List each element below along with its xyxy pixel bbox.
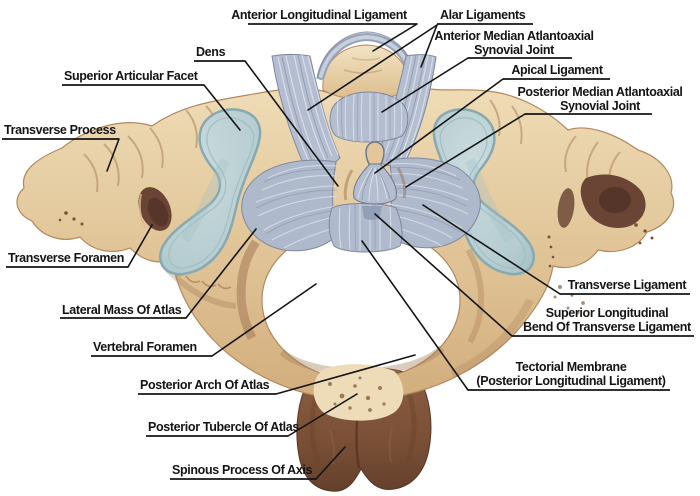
central-ligament-curtain <box>329 91 409 143</box>
label-posterior-median-joint-line2: Synovial Joint <box>560 99 641 113</box>
leader-posterior-arch <box>275 354 416 395</box>
tectorial-membrane-curtain <box>328 203 403 253</box>
leader-alar-ligaments-right <box>420 24 438 68</box>
label-posterior-arch: Posterior Arch Of Atlas <box>140 378 270 392</box>
leader-transverse-process <box>106 138 120 172</box>
left-superior-articular-facet <box>158 108 262 276</box>
label-transverse-foramen: Transverse Foramen <box>8 251 124 265</box>
left-transverse-foramen-hole <box>58 187 172 231</box>
leader-superior-articular-facet <box>203 84 241 131</box>
label-anterior-median-joint-line1: Anterior Median Atlantoaxial <box>434 29 593 43</box>
label-anterior-median-joint-line2: Synovial Joint <box>474 43 555 57</box>
leader-vertebral-foramen <box>211 283 317 357</box>
label-anterior-longitudinal-ligament: Anterior Longitudinal Ligament <box>231 8 408 22</box>
dens-bone <box>343 141 407 205</box>
leader-lines <box>106 23 561 480</box>
right-transverse-foramen-hole <box>547 174 654 268</box>
label-posterior-median-joint-line1: Posterior Median Atlantoaxial <box>517 85 682 99</box>
label-underlines <box>2 23 694 480</box>
leader-anterior-median-joint <box>381 57 469 113</box>
label-transverse-ligament: Transverse Ligament <box>568 278 688 292</box>
leader-tectorial-membrane <box>361 240 469 391</box>
leader-alar-ligaments-left <box>307 24 438 111</box>
label-posterior-tubercle: Posterior Tubercle Of Atlas <box>148 420 299 434</box>
leader-posterior-median-joint <box>405 113 526 188</box>
leader-posterior-tubercle <box>287 393 358 437</box>
label-lateral-mass: Lateral Mass Of Atlas <box>62 303 182 317</box>
label-alar-ligaments: Alar Ligaments <box>440 8 526 22</box>
tubercle-speckles <box>328 376 386 412</box>
label-transverse-process: Transverse Process <box>4 123 116 137</box>
label-dens: Dens <box>196 45 226 59</box>
label-tectorial-membrane-line1: Tectorial Membrane <box>516 360 627 374</box>
label-superior-longitudinal-line2: Bend Of Transverse Ligament <box>523 320 692 334</box>
label-apical-ligament: Apical Ligament <box>511 63 603 77</box>
leader-transverse-ligament <box>422 204 561 295</box>
leader-lateral-mass <box>185 228 257 319</box>
leader-superior-longitudinal-bend <box>374 213 513 337</box>
label-vertebral-foramen: Vertebral Foramen <box>93 340 197 354</box>
leader-anterior-longitudinal-ligament <box>372 23 418 52</box>
labels: Anterior Longitudinal Ligament Alar Liga… <box>4 8 692 477</box>
label-spinous-process: Spinous Process Of Axis <box>172 463 313 477</box>
label-tectorial-membrane-line2: (Posterior Longitudinal Ligament) <box>476 374 665 388</box>
leader-dens <box>244 60 339 187</box>
arch-dots <box>553 285 585 315</box>
ligament-complex <box>241 54 481 253</box>
label-superior-longitudinal-line1: Superior Longitudinal <box>546 306 669 320</box>
leader-spinous-process <box>315 446 346 480</box>
label-superior-articular-facet: Superior Articular Facet <box>64 69 199 83</box>
leader-apical-ligament <box>374 78 504 174</box>
leader-transverse-foramen <box>127 224 153 268</box>
